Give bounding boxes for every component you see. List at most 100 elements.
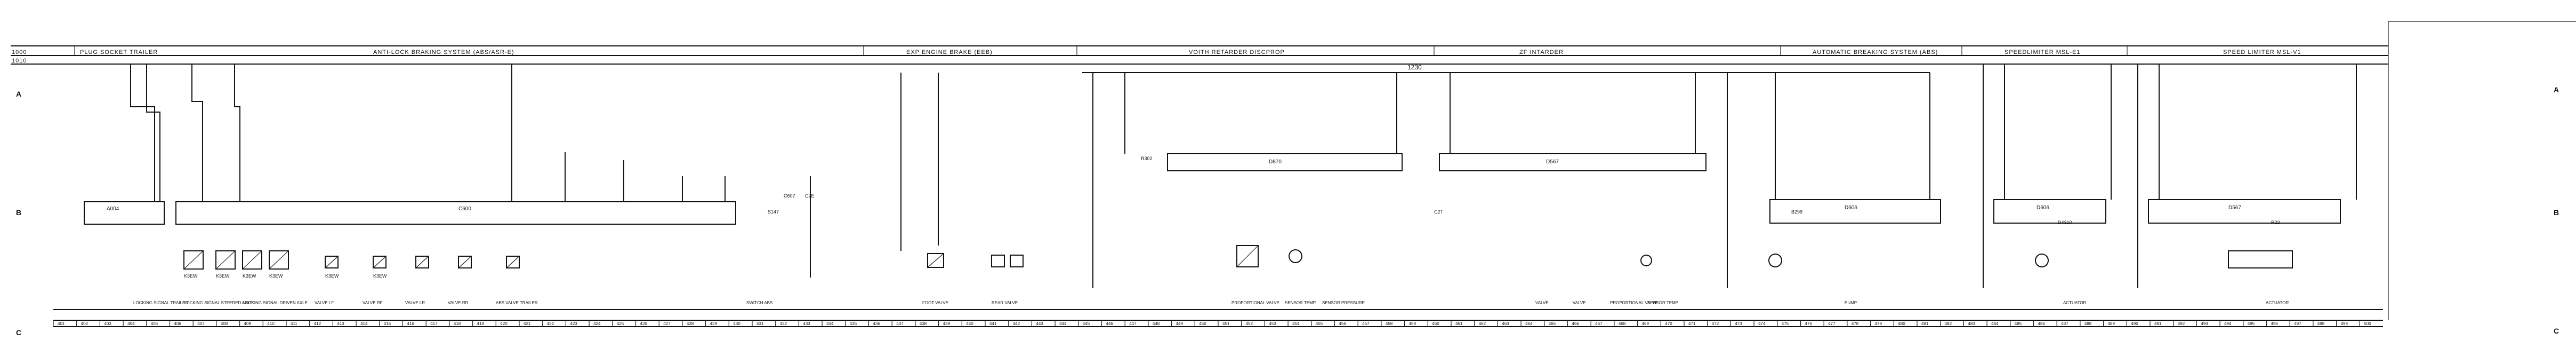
grid-cell-number: 480 [1898,321,1905,326]
grid-cell-number: 435 [850,321,857,326]
grid-cell-number: 470 [1665,321,1672,326]
grid-cell-number: 452 [1246,321,1253,326]
component-code-7: S147 [768,209,779,215]
grid-cell-number: 415 [384,321,391,326]
grid-cell-number: 405 [151,321,158,326]
control-unit-d606a [1769,199,1941,224]
component-code-14: R22 [2271,220,2280,225]
func-label-6: VALVE LR [405,301,425,305]
grid-cell-number: 419 [477,321,485,326]
func-label-3: LOCKING SIGNAL DRIVEN AXLE [243,301,308,305]
grid-cell-number: 445 [1083,321,1090,326]
component-code-3: K3EW [243,273,256,279]
bottom-function-labels: LOCKING SIGNAL TRAILER LOCKING SIGNAL ST… [133,301,2289,305]
control-unit-c600-label: C600 [458,206,471,212]
grid-cell-number: 466 [1572,321,1580,326]
grid-cell-number: 431 [756,321,764,326]
grid-cell-number: 469 [1642,321,1649,326]
func-label-10: FOOT VALVE [922,301,948,305]
grid-cell-number: 424 [593,321,601,326]
left-code-1: 1000 [12,49,27,56]
func-label-8: ABS VALVE TRAILER [496,301,538,305]
grid-cell-number: 438 [920,321,927,326]
func-label-12: PROPORTIONAL VALVE [1231,301,1279,305]
grid-cell-number: 428 [687,321,694,326]
section-title-voith: VOITH RETARDER DISCPROP [1189,49,1285,56]
control-unit-d870-label: D870 [1269,159,1282,165]
grid-cell-number: 462 [1479,321,1486,326]
grid-cell-number: 441 [989,321,997,326]
grid-cell-number: 414 [360,321,368,326]
func-label-20: ACTUATOR [2063,301,2086,305]
grid-cell-number: 433 [803,321,810,326]
grid-cell-number: 495 [2248,321,2255,326]
control-unit-d567b-label: D567 [2228,205,2241,211]
control-unit-a004 [84,201,165,225]
grid-cell-number: 494 [2224,321,2232,326]
grid-cell-number: 489 [2108,321,2115,326]
component-code-8: C607 [784,193,795,199]
grid-cell-number: 455 [1316,321,1323,326]
control-unit-d606a-label: D606 [1845,205,1857,211]
grid-cell-number: 426 [640,321,648,326]
row-label-c-right: C [2554,327,2559,335]
left-code-2: 1010 [12,58,27,64]
grid-cell-number: 493 [2201,321,2208,326]
grid-cell-number: 498 [2317,321,2325,326]
grid-cell-number: 459 [1409,321,1416,326]
component-symbols [183,245,2293,270]
section-title-plug-socket: PLUG SOCKET TRAILER [80,49,158,56]
func-label-21: ACTUATOR [2266,301,2289,305]
row-label-a: A [16,90,22,98]
grid-cell-number: 453 [1269,321,1276,326]
func-label-2: LOCKING SIGNAL STEERED AXLE [184,301,253,305]
grid-cell-number: 454 [1292,321,1300,326]
grid-cell-number: 474 [1758,321,1766,326]
control-unit-d567 [1439,153,1706,171]
section-dividers [74,46,2128,56]
grid-cell-number: 407 [197,321,205,326]
grid-cell-number: 429 [710,321,718,326]
grid-cell-number: 425 [617,321,624,326]
func-label-1: LOCKING SIGNAL TRAILER [133,301,188,305]
grid-cell-number: 471 [1688,321,1696,326]
grid-cell-number: 464 [1525,321,1533,326]
grid-cell-number: 465 [1549,321,1556,326]
func-label-5: VALVE RF [363,301,383,305]
grid-cell-number: 439 [943,321,951,326]
component-code-1: K3EW [184,273,198,279]
row-label-a-right: A [2554,85,2559,94]
section-title-zf: ZF INTARDER [1519,49,1564,56]
grid-cell-number: 404 [127,321,135,326]
grid-cell-number: 482 [1945,321,1952,326]
grid-cell-number: 475 [1782,321,1789,326]
func-label-16: VALVE [1573,301,1586,305]
component-code-13: D4310 [2058,220,2072,225]
grid-cell-number: 478 [1851,321,1859,326]
grid-cell-number: 486 [2038,321,2046,326]
func-label-18: SENSOR TEMP [1647,301,1678,305]
grid-cell-number: 432 [780,321,787,326]
grid-cell-number: 423 [570,321,577,326]
func-label-4: VALVE LF [315,301,334,305]
grid-cell-number: 484 [1991,321,1999,326]
row-label-b: B [16,208,22,217]
component-code-6: K3EW [373,273,387,279]
vertical-wires [130,64,2357,288]
grid-cell-number: 444 [1059,321,1067,326]
grid-cell-number: 420 [500,321,508,326]
func-label-19: PUMP [1845,301,1857,305]
grid-cell-number: 430 [733,321,740,326]
grid-cell-number: 401 [58,321,65,326]
section-title-speedlimiter: SPEEDLIMITER MSL-E1 [2005,49,2081,56]
grid-cell-number: 422 [547,321,554,326]
grid-cell-number: 417 [430,321,438,326]
grid-cell-number: 402 [81,321,88,326]
control-unit-d567b [2148,199,2341,224]
component-code-2: K3EW [216,273,230,279]
grid-cell-number: 446 [1106,321,1114,326]
control-unit-c600 [175,201,736,225]
grid-cell-number: 421 [524,321,531,326]
